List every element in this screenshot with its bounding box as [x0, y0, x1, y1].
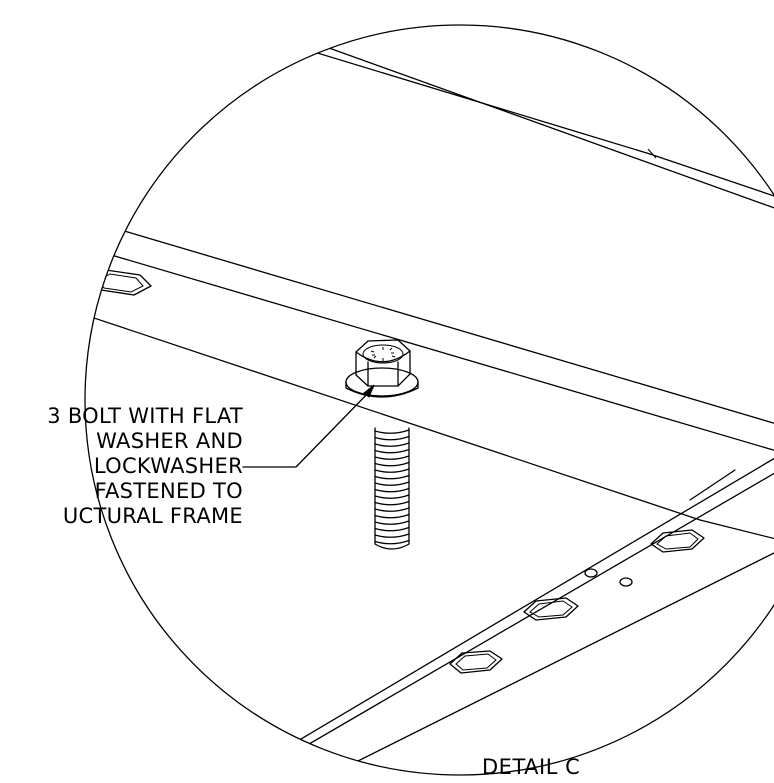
lower-frame-member — [214, 454, 774, 775]
detail-label: DETAIL C — [482, 755, 581, 779]
hex-slot — [523, 597, 579, 621]
frame-member — [85, 211, 774, 541]
bolt-assembly — [345, 339, 419, 550]
callout-line-2: WASHER AND — [96, 429, 243, 453]
detail-circle — [84, 24, 774, 776]
leader-arrow — [363, 384, 375, 398]
callout-leader — [242, 384, 375, 468]
small-hole — [584, 568, 598, 578]
callout-text: 3 BOLT WITH FLAT WASHER AND LOCKWASHER F… — [47, 404, 243, 529]
top-rail — [264, 25, 774, 211]
rounded-slot — [291, 759, 353, 775]
flat-washer — [345, 367, 419, 397]
callout-line-3: LOCKWASHER — [93, 454, 243, 478]
callout-line-5: UCTURAL FRAME — [62, 504, 243, 528]
callout-line-1: 3 BOLT WITH FLAT — [47, 404, 243, 428]
bolt-threads — [374, 427, 410, 550]
hex-slot — [89, 269, 152, 296]
hex-slot — [449, 650, 503, 674]
bolt-hex-head — [355, 339, 411, 387]
head-markings — [370, 347, 396, 361]
hex-slot — [650, 529, 705, 553]
small-hole — [619, 577, 633, 587]
callout-line-4: FASTENED TO — [94, 479, 243, 503]
